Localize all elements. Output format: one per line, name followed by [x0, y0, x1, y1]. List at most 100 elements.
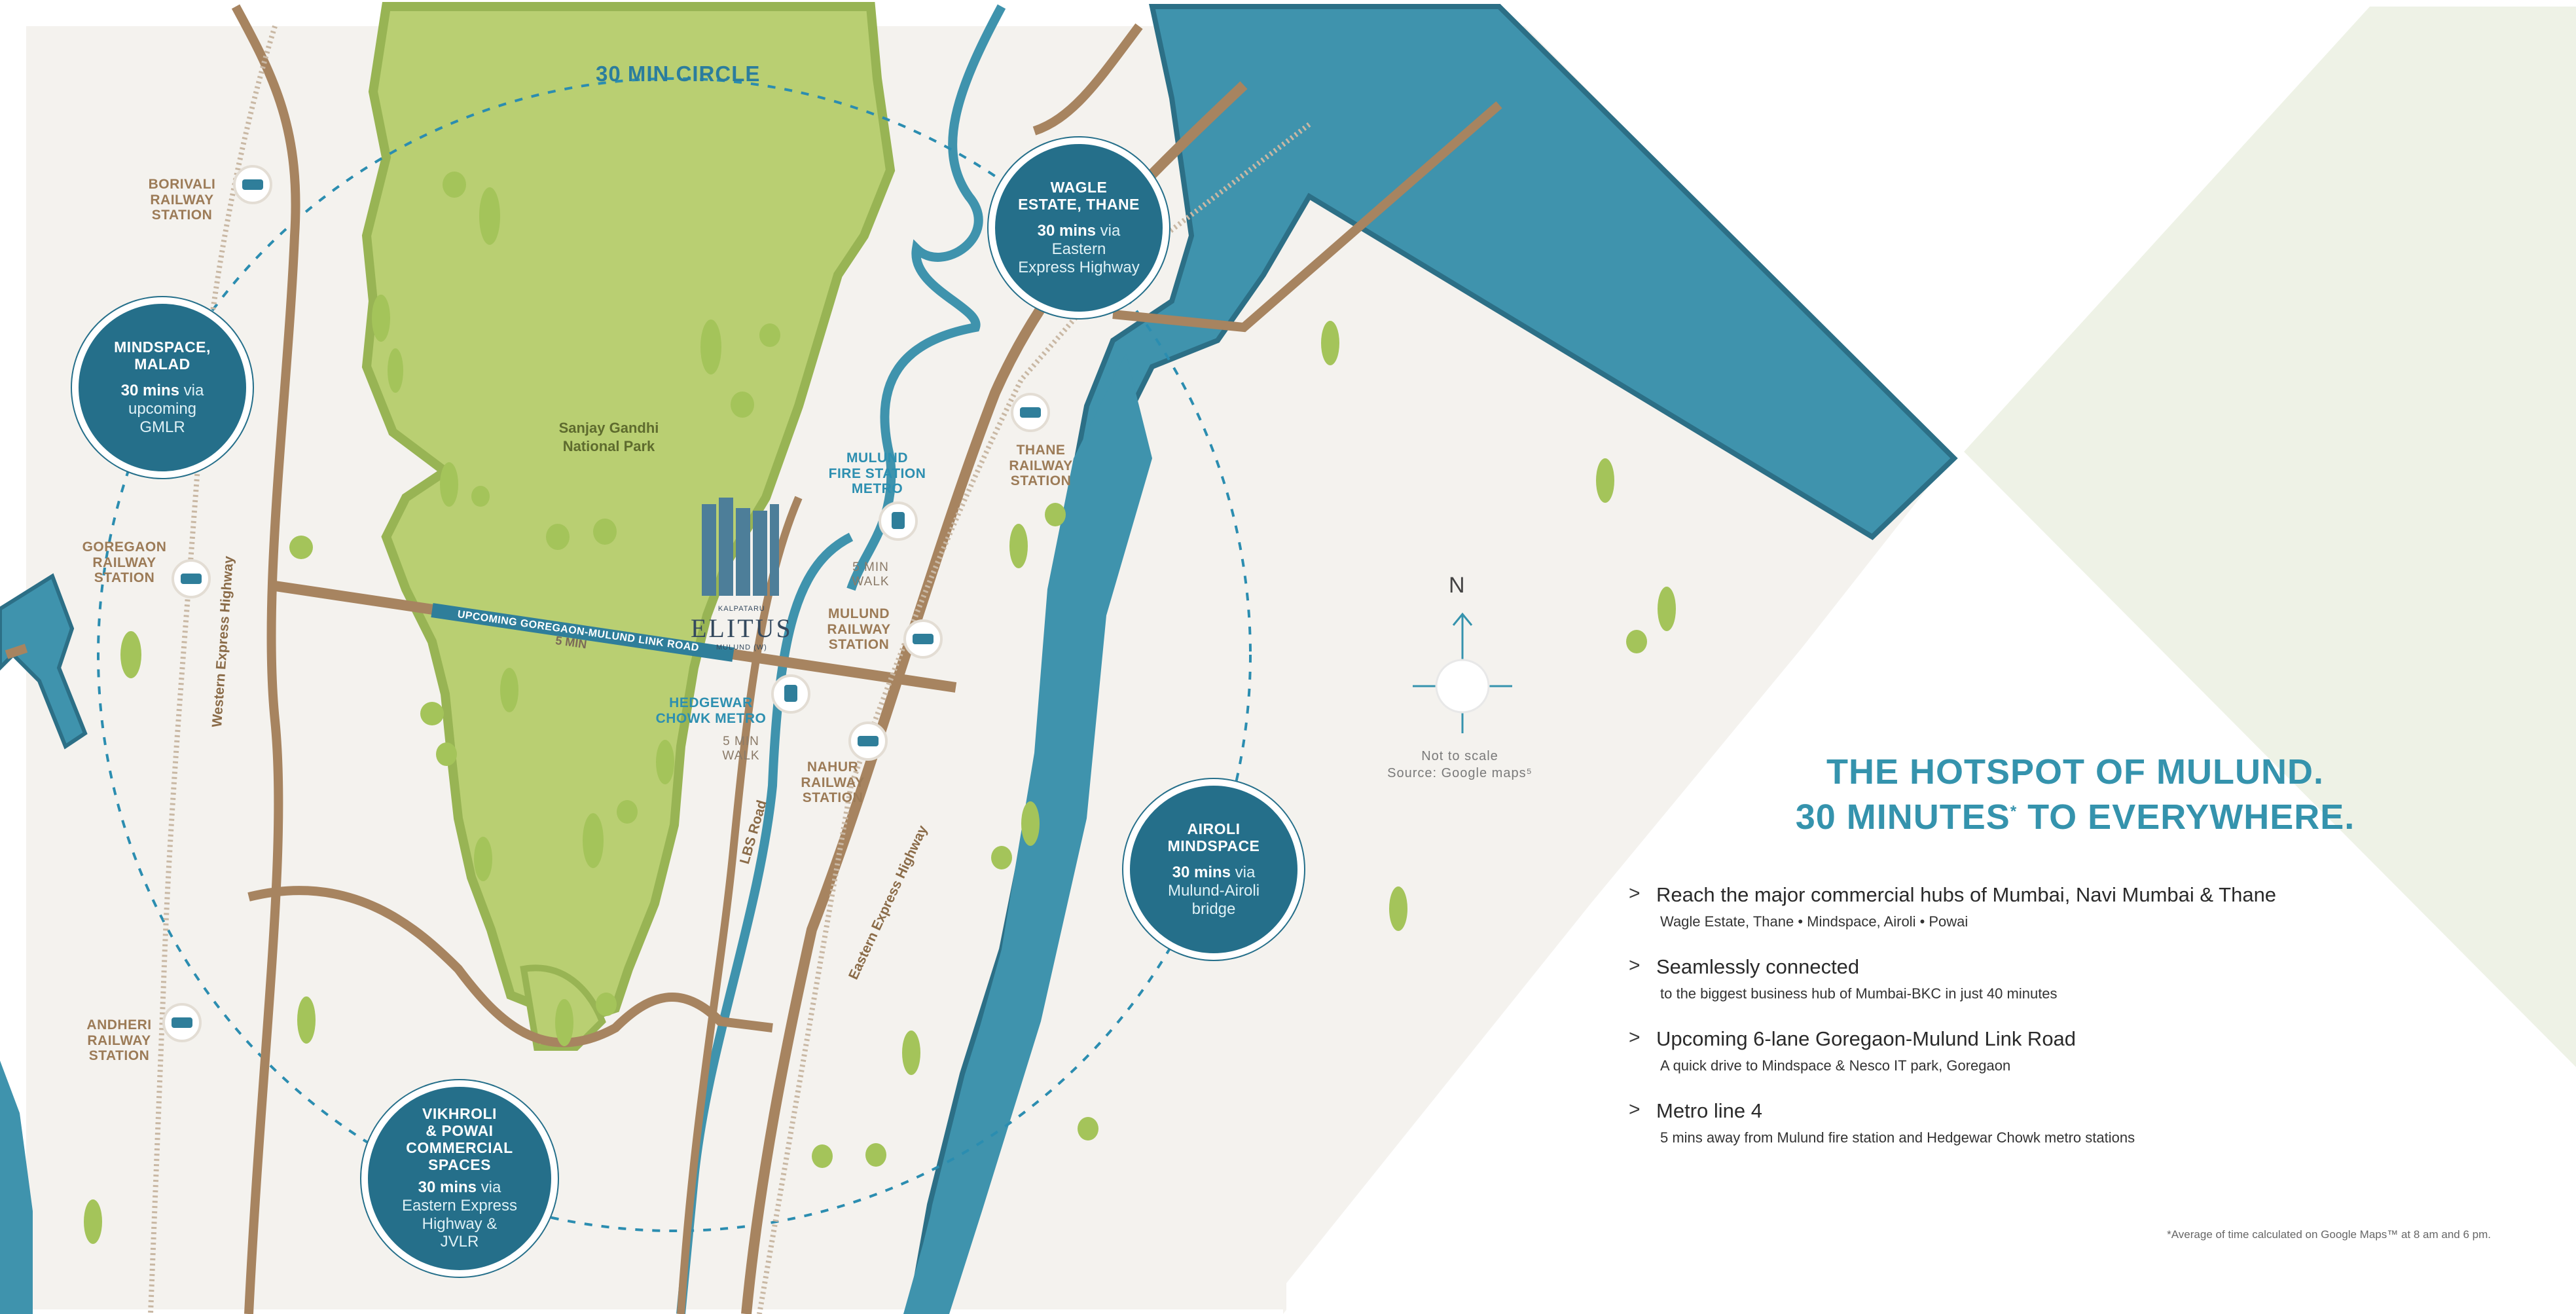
walk-label-fire: 5 MIN WALK: [852, 560, 890, 589]
tree: [297, 996, 316, 1044]
tree: [865, 1143, 886, 1167]
tree: [500, 668, 518, 712]
river-metro-line: [676, 532, 854, 1314]
tree: [902, 1031, 920, 1075]
tree: [991, 846, 1012, 869]
tree: [1626, 630, 1647, 653]
park-label: Sanjay Gandhi National Park: [558, 420, 659, 454]
hub-airoli-mindspace: AIROLI MINDSPACE 30 mins via Mulund-Airo…: [1123, 779, 1304, 960]
logo-name: ELITUS: [691, 613, 793, 643]
feature-item: > Metro line 4 5 mins away from Mulund f…: [1629, 1099, 2454, 1146]
hub-detail: 30 mins via Eastern Express Highway & JV…: [402, 1178, 517, 1250]
feature-title: Seamlessly connected: [1656, 955, 1860, 978]
hub-time: 30 mins: [120, 382, 180, 400]
north-label: N: [1449, 573, 1465, 598]
train-mark-thane: [1020, 407, 1041, 418]
western-express-highway: [231, 4, 300, 1314]
hub-via: via Mulund-Airoli bridge: [1167, 864, 1260, 918]
station-label-borivali: BORIVALI RAILWAY STATION: [148, 177, 216, 223]
compass-hub: [1435, 659, 1490, 714]
tower: [753, 511, 767, 596]
station-label-mulund: MULUND RAILWAY STATION: [827, 606, 891, 653]
tower: [736, 508, 750, 596]
tree: [479, 187, 500, 245]
tree: [617, 800, 638, 824]
tree: [120, 631, 141, 678]
station-label-thane: THANE RAILWAY STATION: [1009, 443, 1073, 489]
hub-wagle-estate: WAGLE ESTATE, THANE 30 mins via Eastern …: [989, 137, 1169, 318]
hub-detail: 30 mins via Eastern Express Highway: [1018, 222, 1139, 276]
feature-sub: to the biggest business hub of Mumbai-BK…: [1660, 985, 2058, 1002]
metro-mark-fire: [892, 512, 905, 529]
page-heading: THE HOTSPOT OF MULUND. 30 MINUTES* TO EV…: [1630, 750, 2520, 840]
chevron-right-icon: >: [1629, 955, 1641, 976]
metro-label-hedgewar: HEDGEWAR CHOWK METRO: [655, 695, 767, 726]
hub-via: via upcoming GMLR: [128, 382, 204, 436]
tree: [546, 524, 570, 550]
tree: [812, 1144, 833, 1168]
metro-mark-hedgewar: [784, 685, 797, 702]
hub-time: 30 mins: [1172, 864, 1231, 882]
feature-title: Metro line 4: [1656, 1099, 1762, 1122]
thirty-min-circle: [97, 77, 1252, 1232]
tree: [443, 172, 466, 198]
elitus-building: [702, 498, 779, 596]
tree: [471, 486, 490, 507]
tree: [759, 323, 780, 347]
tree: [289, 536, 313, 559]
station-label-goregaon: GOREGAON RAILWAY STATION: [82, 539, 167, 586]
thirty-min-circle-label: 30 MIN CIRCLE: [596, 62, 761, 86]
hub-title: AIROLI MINDSPACE: [1167, 820, 1260, 854]
logo-small: KALPATARU: [717, 605, 765, 613]
walk-label-hedgewar: 5 MIN WALK: [722, 735, 760, 763]
tree: [700, 319, 721, 374]
tree: [1009, 524, 1028, 568]
hub-via: via Eastern Express Highway: [1018, 222, 1140, 276]
hub-title: VIKHROLI & POWAI COMMERCIAL SPACES: [406, 1105, 513, 1173]
hub-title: WAGLE ESTATE, THANE: [1018, 178, 1140, 213]
tree: [596, 993, 617, 1016]
tree: [1658, 587, 1676, 631]
feature-sub: 5 mins away from Mulund fire station and…: [1660, 1129, 2135, 1146]
chevron-right-icon: >: [1629, 1027, 1641, 1048]
tree: [1321, 321, 1339, 365]
tree: [731, 392, 754, 418]
station-pin-marks: [172, 179, 1041, 1028]
heading-line1: THE HOTSPOT OF MULUND.: [1826, 752, 2324, 792]
hub-detail: 30 mins via Mulund-Airoli bridge: [1168, 864, 1260, 918]
tower: [719, 498, 733, 596]
west-water: [0, 573, 88, 750]
tree: [436, 742, 457, 766]
tree: [440, 462, 458, 507]
south-road: [247, 886, 773, 1048]
tree: [1045, 503, 1066, 526]
tree: [1596, 458, 1614, 503]
white-inner-triangle: [1506, 452, 2576, 1314]
scale-note: Not to scale Source: Google maps⁵: [1387, 749, 1533, 780]
tree: [555, 999, 573, 1046]
feature-item: > Reach the major commercial hubs of Mum…: [1629, 883, 2454, 930]
station-label-nahur: NAHUR RAILWAY STATION: [801, 759, 865, 806]
hub-title: MINDSPACE, MALAD: [114, 338, 211, 373]
thane-road-east: [1032, 23, 1143, 136]
hub-mindspace-malad: MINDSPACE, MALAD 30 mins via upcoming GM…: [72, 297, 253, 478]
heading-line2a: 30 MINUTES: [1795, 797, 2010, 837]
tree: [420, 702, 444, 725]
feature-title: Upcoming 6-lane Goregaon-Mulund Link Roa…: [1656, 1027, 2077, 1050]
tree: [1021, 801, 1040, 846]
chevron-right-icon: >: [1629, 883, 1641, 904]
hub-via: via Eastern Express Highway & JVLR: [401, 1178, 518, 1251]
tower: [702, 504, 716, 596]
train-mark-andheri: [172, 1017, 192, 1028]
tree: [593, 519, 617, 545]
link-road-band: [431, 603, 735, 662]
heading-line2: 30 MINUTES* TO EVERYWHERE.: [1630, 795, 2520, 840]
tree: [388, 348, 403, 393]
road-west-rail: [5, 644, 28, 659]
feature-item: > Upcoming 6-lane Goregaon-Mulund Link R…: [1629, 1027, 2454, 1074]
train-mark-mulund: [913, 634, 934, 644]
footnote: *Average of time calculated on Google Ma…: [2167, 1228, 2491, 1241]
tree: [372, 295, 390, 342]
